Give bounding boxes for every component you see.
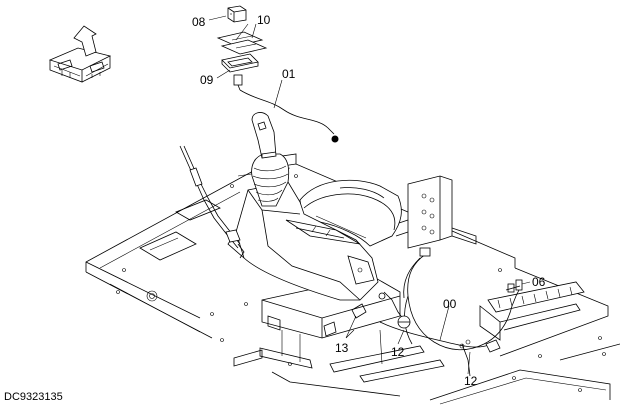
leader-lines — [208, 15, 531, 375]
floor-plate-extension — [429, 343, 620, 405]
clamp-06 — [505, 279, 523, 293]
left-lever — [179, 145, 245, 259]
callout-09: 09 — [200, 73, 214, 87]
cable-clamps — [351, 292, 411, 329]
cable-end-connector — [331, 135, 339, 143]
callout-12-lower: 12 — [464, 374, 478, 388]
joystick-grip — [251, 112, 277, 159]
orientation-icon — [48, 25, 112, 83]
pad-parts — [216, 31, 268, 55]
rear-bracket — [395, 175, 477, 249]
callout-06: 06 — [532, 275, 546, 289]
cable-01 — [239, 89, 335, 135]
callout-01: 01 — [282, 67, 296, 81]
harness-connector-top — [419, 247, 431, 257]
callout-12-upper: 12 — [391, 345, 405, 359]
callout-08: 08 — [192, 15, 206, 29]
document-id: DC9323135 — [4, 391, 63, 403]
callout-00: 00 — [443, 297, 457, 311]
lever-boot — [251, 153, 290, 207]
callout-13: 13 — [335, 341, 349, 355]
callout-10: 10 — [257, 13, 271, 27]
side-rail — [479, 281, 585, 341]
control-console — [227, 181, 379, 301]
switch-part — [227, 5, 247, 23]
armrest — [299, 179, 402, 247]
connector-plug — [233, 74, 243, 91]
floor-plate — [85, 153, 609, 397]
bracket-part — [221, 53, 259, 73]
